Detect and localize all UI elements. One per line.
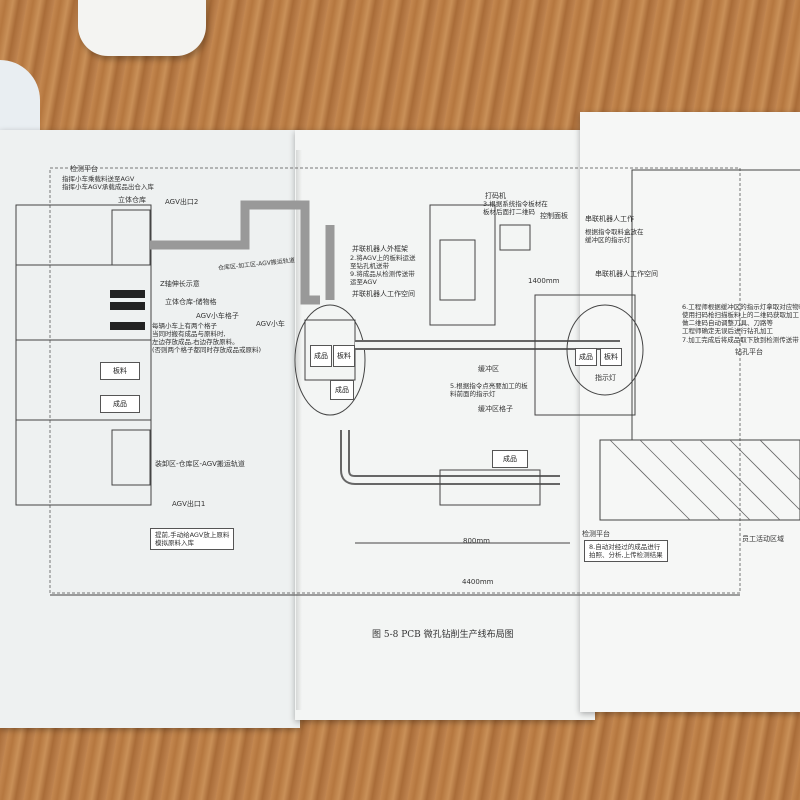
figure-caption: 图 5-8 PCB 微孔钻削生产线布局图 (372, 630, 514, 640)
label-dim-1400: 1400mm (528, 277, 560, 285)
white-cup (78, 0, 206, 56)
rack-motor-top (111, 209, 151, 266)
label-buffer-zone: 缓冲区 (478, 365, 499, 373)
material-box-buffer: 板料 (600, 348, 622, 366)
label-printer-note: 3.根据系统指令板材在 板材后面打二维码 (483, 200, 548, 217)
label-indicator: 指示灯 (595, 374, 616, 382)
label-robot-frame: 并联机器人外框架 (352, 245, 408, 253)
product-box-inspection: 成品 (492, 450, 528, 468)
label-dim-800: 800mm (463, 537, 490, 545)
inspection-machine (439, 469, 541, 506)
label-z-axis: Z轴伸长示意 (160, 280, 200, 288)
label-agv-cell: AGV小车格子 (196, 312, 239, 320)
material-box-left: 板料 (100, 362, 140, 380)
buffer-zone-area (534, 294, 636, 416)
staff-area (599, 439, 800, 521)
product-box-conveyor: 成品 (330, 380, 354, 400)
label-warehouse: 立体仓库 (118, 196, 146, 204)
label-inspect-platform: 检测平台 (582, 530, 610, 538)
agv-track-upper (150, 200, 320, 305)
label-agv-exit-2: AGV出口2 (165, 198, 199, 206)
product-box-buffer: 成品 (575, 348, 597, 366)
book-spine-shadow (296, 150, 302, 710)
label-robot-workspace: 并联机器人工作空间 (352, 290, 415, 298)
shelf-blocks (110, 290, 145, 330)
right-foldout-page (580, 112, 800, 712)
label-agv-car: AGV小车 (256, 320, 285, 328)
label-serial-note: 根据指令取料盒放在 缓冲区的指示灯 (585, 228, 644, 245)
label-agv-note-top: 指挥小车乘载料送至AGV 指挥小车AGV承载成品出仓入库 (62, 175, 154, 192)
label-inspect-note: 8.自动对经过的成品进行 拍照、分析,上传检测结果 (584, 540, 668, 563)
label-serial-robot: 串联机器人工作 (585, 215, 634, 223)
drilling-machine (429, 204, 496, 326)
label-drill-platform: 钻孔平台 (735, 348, 763, 356)
label-manual-note: 提前,手动给AGV放上原料 模拟原料入库 (150, 528, 235, 551)
label-dim-4400: 4400mm (462, 578, 494, 586)
label-check-platform: 检测平台 (70, 165, 98, 173)
rack-motor-bottom (111, 429, 151, 486)
warehouse-rack (15, 204, 152, 506)
robot-workspace-circle (294, 304, 366, 416)
label-warehouse-shelf: 立体仓库-储物格 (165, 298, 217, 306)
material-box-agv: 板料 (333, 345, 355, 367)
label-control-panel: 控制面板 (540, 212, 568, 220)
label-agv-exit-1: AGV出口1 (172, 500, 206, 508)
label-staff-area: 员工活动区域 (742, 535, 784, 543)
label-load-area-track: 装卸区-仓库区-AGV搬运轨道 (155, 460, 245, 468)
label-buffer-note: 5.根据指令点亮要加工的板 料前面的指示灯 (450, 382, 528, 399)
label-robot-notes: 2.将AGV上的板料运送 至钻孔机送带 9.将成品从检测传送带 运至AGV (350, 254, 416, 287)
label-robot-workspace-right: 串联机器人工作空间 (595, 270, 658, 278)
label-printer: 打码机 (485, 192, 506, 200)
product-box-agv: 成品 (310, 345, 332, 367)
diagram-border (49, 167, 741, 594)
middle-page (295, 130, 595, 720)
product-box-left: 成品 (100, 395, 140, 413)
label-drill-note: 6.工程师根据缓冲区的指示灯拿取对应物料 使用扫码枪扫描板料上的二维码获取加工 … (682, 303, 800, 344)
label-agv-desc: 每辆小车上有两个格子 当同时搬有成品与原料时, 左边存放成品,右边存放原料。 (… (152, 322, 262, 355)
label-buffer-cell: 缓冲区格子 (478, 405, 513, 413)
